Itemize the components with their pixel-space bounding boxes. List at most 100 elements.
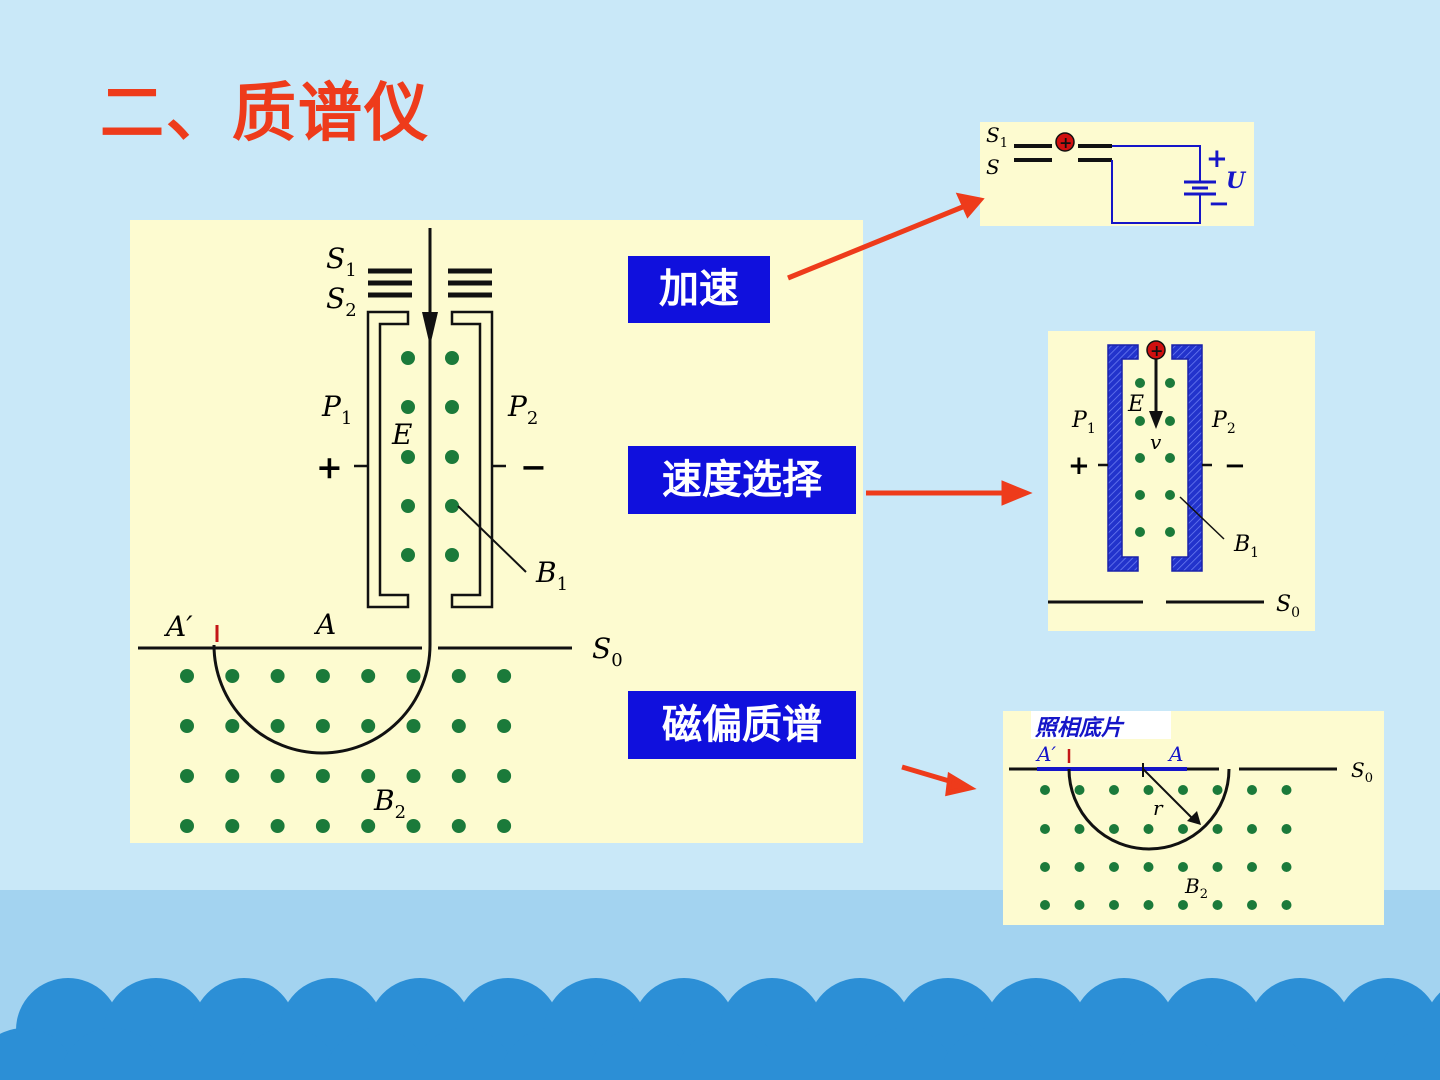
b1-leader-line xyxy=(457,505,527,573)
field-dot xyxy=(1178,785,1188,795)
field-dot xyxy=(315,719,330,733)
film-b2-label: B2 xyxy=(1184,874,1208,902)
field-dot xyxy=(401,548,415,562)
field-dot xyxy=(225,819,240,833)
field-dot xyxy=(1143,900,1154,910)
field-dot xyxy=(1135,453,1145,463)
ion-charge-icon xyxy=(1055,132,1075,152)
field-dot xyxy=(1135,490,1145,500)
field-dot xyxy=(1165,416,1175,426)
slide-title: 二、质谱仪 xyxy=(100,77,430,151)
field-dot xyxy=(1165,490,1175,500)
magnetic-deflection-label: 磁偏质谱 xyxy=(628,691,856,759)
sel-s0-label: S0 xyxy=(1276,592,1300,621)
svg-text:+: + xyxy=(1150,341,1163,360)
field-dot xyxy=(1143,785,1154,795)
minus-terminal: − xyxy=(520,448,547,486)
film-s0-label: S0 xyxy=(1351,758,1373,786)
sel-v-label: v xyxy=(1150,430,1162,454)
field-dot xyxy=(315,669,330,683)
field-dot xyxy=(497,669,512,683)
field-dot xyxy=(1281,785,1292,795)
field-dot xyxy=(270,669,285,683)
mass-spectrometer-diagram: S1 S2 + − P1 P2 E B1 A′ A S0 B2 xyxy=(138,228,623,833)
field-dot xyxy=(451,769,466,783)
b1-label: B1 xyxy=(535,556,568,595)
s0-label: S0 xyxy=(592,632,623,671)
field-dot xyxy=(1165,527,1175,537)
ion-charge-icon xyxy=(1146,340,1166,360)
accel-s-label: S xyxy=(986,155,1000,179)
field-dot xyxy=(1135,378,1145,388)
b2-label: B2 xyxy=(373,784,406,823)
field-dot xyxy=(1247,900,1257,910)
field-dot xyxy=(1040,900,1050,910)
field-dot xyxy=(270,819,285,833)
field-dot xyxy=(1165,453,1175,463)
svg-text:+: + xyxy=(1059,133,1072,152)
field-dot xyxy=(180,669,194,683)
field-dot xyxy=(225,719,240,733)
voltage-u-label: U xyxy=(1226,168,1247,194)
field-dot xyxy=(1212,900,1223,910)
film-a-prime-label: A′ xyxy=(1035,742,1056,766)
field-dot xyxy=(1109,824,1119,834)
field-dot xyxy=(361,819,376,833)
field-dot xyxy=(180,769,194,783)
sel-p1-label: P1 xyxy=(1071,408,1096,437)
field-dot xyxy=(1074,785,1085,795)
field-dot xyxy=(1109,900,1119,910)
field-dot xyxy=(1165,378,1175,388)
field-dot xyxy=(1247,785,1257,795)
field-dot xyxy=(401,351,415,365)
field-dot xyxy=(1040,824,1050,834)
sel-e-label: E xyxy=(1127,392,1144,417)
a-label: A xyxy=(313,608,336,641)
field-dot xyxy=(1212,862,1223,872)
film-diagram: 照相底片 A′ A S0 r B2 xyxy=(1009,711,1373,910)
field-dot xyxy=(406,819,421,833)
field-dot xyxy=(451,719,466,733)
field-dot xyxy=(1178,900,1188,910)
velocity-selector-label: 速度选择 xyxy=(628,446,856,514)
field-dot xyxy=(406,719,421,733)
field-dot xyxy=(270,769,285,783)
field-dot xyxy=(1178,862,1188,872)
field-dot xyxy=(1074,900,1085,910)
p1-label: P1 xyxy=(321,390,352,429)
field-dot xyxy=(1281,862,1292,872)
field-dot xyxy=(1109,785,1119,795)
field-dot xyxy=(315,819,330,833)
particle-trajectory xyxy=(212,228,432,755)
field-dot xyxy=(406,669,421,683)
accelerator-diagram: S1 S + + − U xyxy=(986,123,1247,224)
field-dot xyxy=(1143,824,1154,834)
field-dot xyxy=(1143,862,1154,872)
field-dot xyxy=(225,769,240,783)
plate-p1 xyxy=(1107,344,1139,572)
field-dot xyxy=(401,499,415,513)
radius-r-label: r xyxy=(1153,796,1164,820)
s1-label: S1 xyxy=(326,242,357,281)
field-dot xyxy=(361,719,376,733)
sel-b1-label: B1 xyxy=(1233,532,1259,561)
selector-field-dots xyxy=(1135,378,1175,537)
film-label: 照相底片 xyxy=(1034,715,1125,741)
p2-label: P2 xyxy=(507,390,538,429)
field-dot xyxy=(361,769,376,783)
field-dot xyxy=(445,548,459,562)
sel-plus: + xyxy=(1068,451,1090,481)
field-dot xyxy=(315,769,330,783)
velocity-selector-panel: + E v P1 P2 + − B1 S0 xyxy=(1048,331,1315,631)
field-dot xyxy=(451,669,466,683)
film-trajectory xyxy=(1067,768,1231,851)
accelerate-label: 加速 xyxy=(628,256,770,323)
field-dot xyxy=(361,669,376,683)
field-dot xyxy=(1074,824,1085,834)
film-field-dots xyxy=(1040,785,1292,910)
field-dot xyxy=(401,400,415,414)
field-dot xyxy=(1281,900,1292,910)
field-dot xyxy=(1074,862,1085,872)
field-dot xyxy=(497,719,512,733)
